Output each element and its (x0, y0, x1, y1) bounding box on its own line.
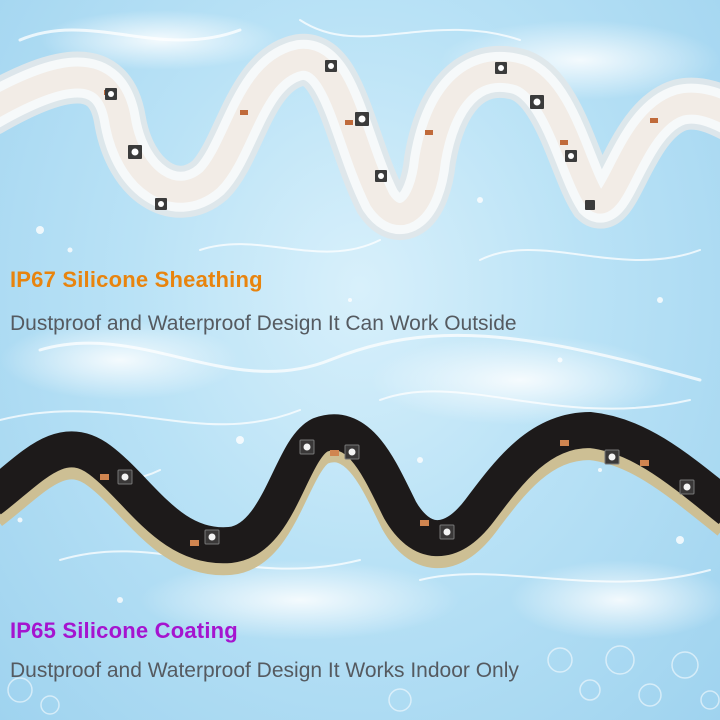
ip65-description: Dustproof and Waterproof Design It Works… (10, 659, 519, 682)
ip67-description: Dustproof and Waterproof Design It Can W… (10, 312, 517, 335)
ip65-title: IP65 Silicone Coating (10, 618, 238, 643)
ip67-title: IP67 Silicone Sheathing (10, 267, 263, 292)
